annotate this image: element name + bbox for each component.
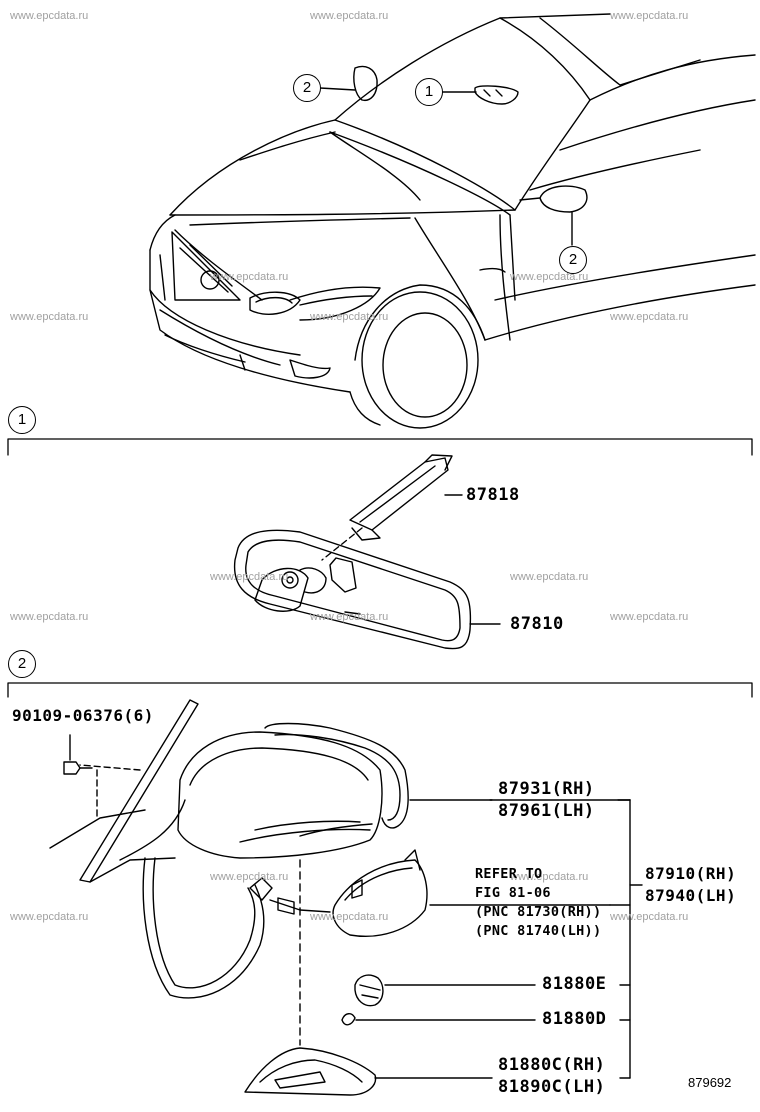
part-81880e[interactable]: 81880E (542, 974, 607, 994)
watermark: www.epcdata.ru (610, 311, 689, 323)
watermark: www.epcdata.ru (310, 611, 389, 623)
car-illustration (149, 13, 756, 429)
part-87931-rh[interactable]: 87931(RH) (498, 779, 595, 799)
part-87818[interactable]: 87818 (466, 485, 520, 505)
callout-2-right[interactable]: 2 (559, 246, 587, 274)
watermark: www.epcdata.ru (10, 311, 89, 323)
reference-line-1: REFER TO (475, 866, 543, 882)
section-header-2: 2 (8, 650, 36, 678)
reference-line-3[interactable]: (PNC 81730(RH)) (475, 904, 602, 920)
watermark: www.epcdata.ru (10, 10, 89, 22)
watermark: www.epcdata.ru (210, 571, 289, 583)
watermark: www.epcdata.ru (10, 611, 89, 623)
reference-line-2: FIG 81-06 (475, 885, 551, 901)
watermark: www.epcdata.ru (610, 611, 689, 623)
watermark: www.epcdata.ru (510, 571, 589, 583)
figure-number: 879692 (688, 1075, 732, 1090)
part-bolt[interactable]: 90109-06376(6) (12, 706, 154, 725)
inner-mirror-drawing (233, 454, 501, 650)
section-frames (7, 438, 753, 698)
callout-2-left[interactable]: 2 (293, 74, 321, 102)
watermark: www.epcdata.ru (210, 271, 289, 283)
watermark: www.epcdata.ru (10, 911, 89, 923)
watermark: www.epcdata.ru (510, 271, 589, 283)
outer-mirror-drawing (49, 699, 643, 1096)
watermark: www.epcdata.ru (310, 10, 389, 22)
part-81880c-rh[interactable]: 81880C(RH) (498, 1055, 606, 1075)
part-81880d[interactable]: 81880D (542, 1009, 607, 1029)
part-87961-lh[interactable]: 87961(LH) (498, 801, 595, 821)
watermark: www.epcdata.ru (310, 911, 389, 923)
reference-line-4[interactable]: (PNC 81740(LH)) (475, 923, 602, 939)
part-81890c-lh[interactable]: 81890C(LH) (498, 1077, 606, 1097)
callout-1[interactable]: 1 (415, 78, 443, 106)
part-87810[interactable]: 87810 (510, 614, 564, 634)
watermark: www.epcdata.ru (210, 871, 289, 883)
watermark: www.epcdata.ru (310, 311, 389, 323)
watermark: www.epcdata.ru (610, 10, 689, 22)
part-87940-lh[interactable]: 87940(LH) (645, 886, 737, 905)
watermark: www.epcdata.ru (510, 871, 589, 883)
part-87910-rh[interactable]: 87910(RH) (645, 864, 737, 883)
watermark: www.epcdata.ru (610, 911, 689, 923)
section-header-1: 1 (8, 406, 36, 434)
